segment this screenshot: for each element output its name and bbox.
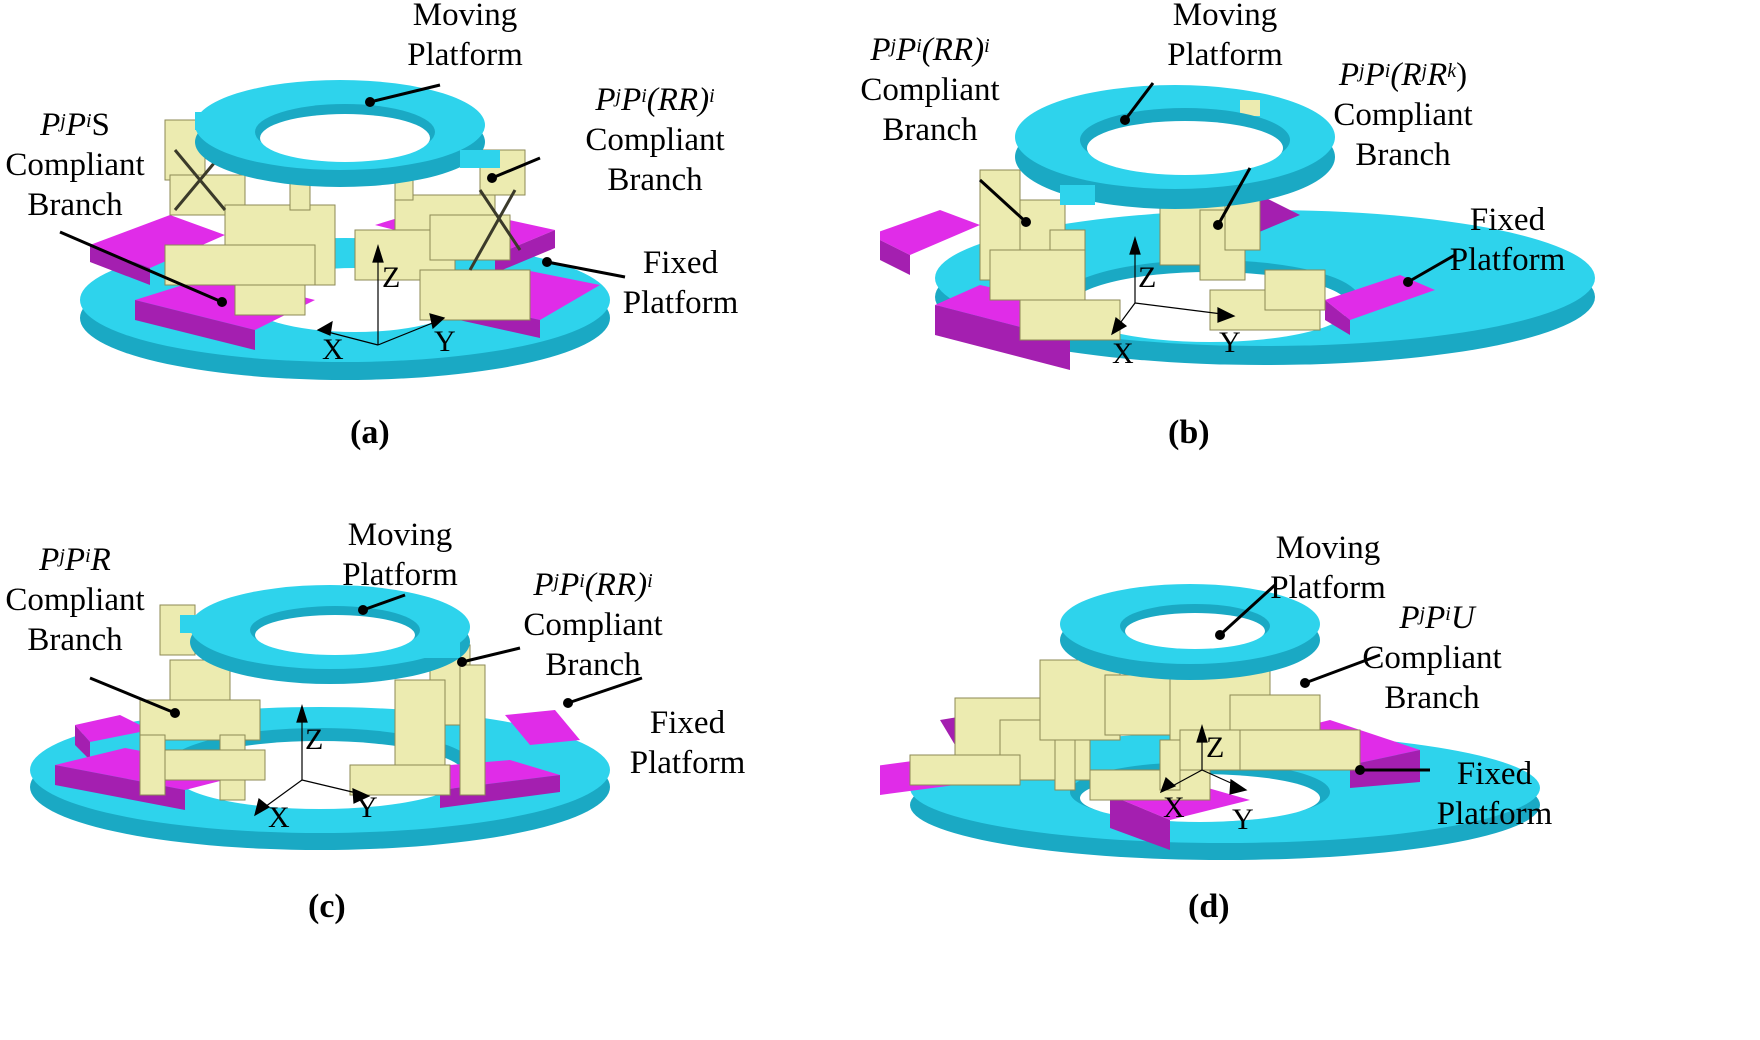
branch-formula: PjPi(RjRk) xyxy=(1338,57,1468,93)
leader-lines xyxy=(978,82,1456,284)
right-branch-label: PjPi(RR)i Compliant Branch xyxy=(518,565,668,685)
compliant-branches xyxy=(979,169,1326,341)
fixed-platform-label: Fixed Platform xyxy=(1449,202,1566,278)
panel-d: X Y Z Moving Platform PjPiU Compliant Br… xyxy=(880,520,1760,1040)
leader-dots xyxy=(1021,115,1413,287)
fixed-platform-label: Fixed Platform xyxy=(622,245,739,321)
moving-platform-label: Moving Platform xyxy=(1270,530,1386,606)
leader-lines xyxy=(59,83,626,304)
axis-z-label: Z xyxy=(1206,731,1225,764)
branch-formula: PjPi(RR)i xyxy=(595,82,715,118)
axis-x-label: X xyxy=(322,333,344,366)
leader-lines xyxy=(89,593,643,715)
moving-platform-b xyxy=(1015,85,1335,209)
mechanism-drawing-c xyxy=(30,585,643,850)
left-branch-label: PjPi(RR)i Compliant Branch xyxy=(855,30,1005,150)
left-branch-label: PjPiS Compliant Branch xyxy=(0,105,150,225)
axis-x-label: X xyxy=(1112,337,1134,370)
mechanism-drawing-b xyxy=(880,82,1595,370)
leader-dots xyxy=(217,97,552,307)
compliant-branches xyxy=(909,659,1361,801)
leader-lines xyxy=(1218,583,1430,772)
panel-b: X Y Z Moving Platform PjPi(RR)i Complian… xyxy=(860,0,1760,520)
branch-formula: PjPi(RR)i xyxy=(533,567,653,603)
axis-z-label: Z xyxy=(1138,261,1157,294)
mechanism-drawing-a xyxy=(59,80,626,380)
panel-caption: (c) xyxy=(308,888,346,925)
branch-formula: PjPiR xyxy=(39,542,111,578)
axis-y-label: Y xyxy=(434,325,456,358)
moving-platform-label: Moving Platform xyxy=(342,517,458,593)
panel-caption: (b) xyxy=(1168,414,1210,451)
panel-caption: (a) xyxy=(350,414,390,451)
compliant-branches xyxy=(139,604,486,801)
branch-formula: PjPi(RR)i xyxy=(870,32,990,68)
right-branch-label: PjPi(RjRk) Compliant Branch xyxy=(1328,55,1478,175)
panel-a: X Y Z Moving Platform PjPiS Compliant Br… xyxy=(0,0,880,520)
axis-z-label: Z xyxy=(305,723,324,756)
axis-y-label: Y xyxy=(1219,326,1241,359)
panel-c: X Y Z Moving Platform PjPiR Compliant Br… xyxy=(0,517,880,1040)
right-branch-label: PjPiU Compliant Branch xyxy=(1357,598,1507,718)
branch-formula: PjPiU xyxy=(1399,600,1475,636)
axis-y-label: Y xyxy=(356,791,378,824)
moving-platform-a xyxy=(195,80,500,187)
moving-platform-label: Moving Platform xyxy=(1167,0,1283,73)
axis-z-label: Z xyxy=(382,261,401,294)
leader-dots xyxy=(1215,630,1365,775)
moving-platform-c xyxy=(180,585,470,684)
right-branch-label: PjPi(RR)i Compliant Branch xyxy=(580,80,730,200)
mechanism-drawing-d xyxy=(880,583,1540,860)
leader-dots xyxy=(170,605,573,718)
coordinate-axes xyxy=(254,703,371,817)
left-branch-label: PjPiR Compliant Branch xyxy=(0,540,150,660)
axis-x-label: X xyxy=(268,801,290,834)
coordinate-axes xyxy=(1111,235,1236,336)
coordinate-axes xyxy=(316,243,446,346)
branch-formula: PjPiS xyxy=(40,107,110,143)
moving-platform-label: Moving Platform xyxy=(407,0,523,73)
fixed-platform-label: Fixed Platform xyxy=(629,705,746,781)
coordinate-axes xyxy=(1159,723,1248,795)
axis-x-label: X xyxy=(1163,791,1185,824)
fixed-platform-label: Fixed Platform xyxy=(1436,756,1553,832)
panel-caption: (d) xyxy=(1188,888,1230,925)
axis-y-label: Y xyxy=(1232,803,1254,836)
